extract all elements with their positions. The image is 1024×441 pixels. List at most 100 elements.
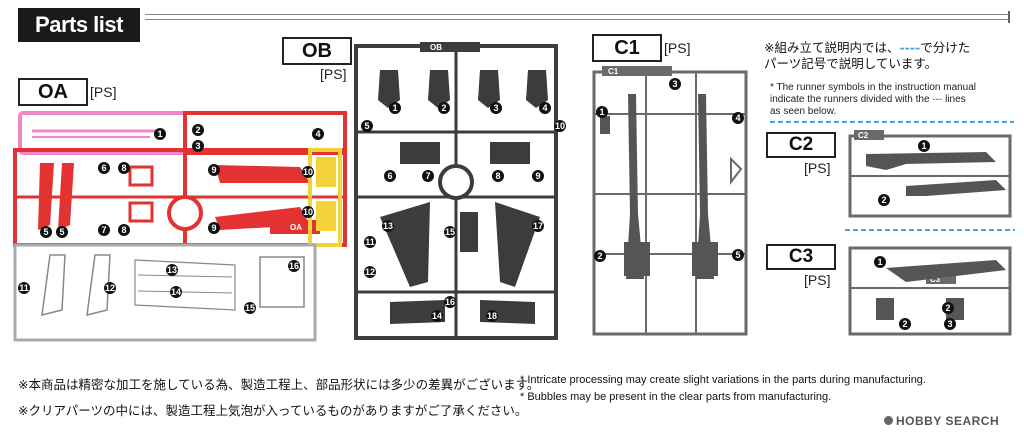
runner-c1-diagram: C1 [592,66,748,336]
svg-text:10: 10 [303,167,313,177]
runner-tag-c2: C2 [858,131,869,140]
marker-ob-16: 16 [444,296,456,308]
svg-text:3: 3 [947,319,952,329]
marker-ob-10: 10 [554,120,566,132]
runner-label-ob: OB [282,37,352,65]
marker-c1-5: 5 [732,249,744,261]
marker-oa-3: 3 [192,140,204,152]
oa-center-ring [167,195,203,231]
svg-text:17: 17 [533,221,543,231]
svg-text:14: 14 [432,311,442,321]
svg-text:10: 10 [303,207,313,217]
runner-label-c1: C1 [592,34,662,62]
watermark-text: HOBBY SEARCH [896,414,1000,428]
svg-text:7: 7 [425,171,430,181]
marker-oa-8a: 8 [118,162,130,174]
svg-text:16: 16 [289,261,299,271]
watermark-logo: HOBBY SEARCH [884,414,999,428]
marker-ob-18: 18 [486,310,498,322]
svg-text:1: 1 [392,103,397,113]
svg-text:3: 3 [493,103,498,113]
note-en-line2b: lines [945,94,966,105]
note-en-line3: as seen below. [770,106,837,117]
svg-text:2: 2 [597,251,602,261]
marker-ob-5: 5 [361,120,373,132]
header-rule-cap [1008,11,1010,23]
marker-c1-4: 4 [732,112,744,124]
marker-ob-3: 3 [490,102,502,114]
svg-text:8: 8 [495,171,500,181]
runner-label-c2: C2 [766,132,836,158]
svg-text:3: 3 [195,141,200,151]
svg-text:1: 1 [599,107,604,117]
marker-c2-1: 1 [918,140,930,152]
marker-oa-1: 1 [154,128,166,140]
marker-oa-14: 14 [170,286,182,298]
runner-ob-diagram: OB [354,42,558,340]
divider-c1-c2 [770,121,1014,123]
svg-text:11: 11 [19,283,29,293]
runner-label-oa: OA [18,78,88,106]
runner-tag-ob: OB [430,43,442,52]
runner-ps-c2: [PS] [804,160,831,176]
note-jp-line2: パーツ記号で説明しています。 [764,56,938,71]
svg-text:5: 5 [59,227,64,237]
marker-ob-7: 7 [422,170,434,182]
marker-oa-13: 13 [166,264,178,276]
runner-label-c3: C3 [766,244,836,270]
marker-oa-9b: 9 [208,222,220,234]
marker-c3-2b: 2 [942,302,954,314]
svg-text:2: 2 [195,125,200,135]
marker-c1-3: 3 [669,78,681,90]
marker-oa-15: 15 [244,302,256,314]
marker-ob-4: 4 [539,102,551,114]
svg-text:9: 9 [535,171,540,181]
marker-ob-17: 17 [532,220,544,232]
marker-ob-9: 9 [532,170,544,182]
runner-ps-ob: [PS] [320,66,347,82]
note-jp: ※組み立て説明内では、----で分けた パーツ記号で説明しています。 [764,40,1014,72]
svg-text:16: 16 [445,297,455,307]
marker-oa-9a: 9 [208,164,220,176]
c3-frame [848,246,1012,336]
runner-tag-oa: OA [290,223,302,232]
marker-oa-6: 6 [98,162,110,174]
marker-oa-4: 4 [312,128,324,140]
svg-text:5: 5 [364,121,369,131]
svg-text:12: 12 [105,283,115,293]
svg-text:2: 2 [902,319,907,329]
marker-oa-12: 12 [104,282,116,294]
svg-text:8: 8 [121,163,126,173]
svg-text:4: 4 [542,103,547,113]
divider-c2-c3 [845,229,1015,231]
runner-tag-c3: C3 [930,275,941,284]
marker-oa-10a: 10 [302,166,314,178]
svg-text:2: 2 [945,303,950,313]
marker-oa-7: 7 [98,224,110,236]
note-en-line2a: indicate the runners divided with the [770,94,930,105]
marker-oa-2: 2 [192,124,204,136]
runner-tag-c1: C1 [608,67,619,76]
marker-oa-8b: 8 [118,224,130,236]
svg-text:2: 2 [441,103,446,113]
marker-ob-14: 14 [431,310,443,322]
svg-text:4: 4 [315,129,320,139]
svg-text:7: 7 [101,225,106,235]
oa-red-block [128,165,154,187]
footer-jp-line1: ※本商品は精密な加工を施している為、製造工程上、部品形状には多少の差異がございま… [18,377,540,392]
svg-text:11: 11 [365,237,375,247]
svg-text:9: 9 [211,165,216,175]
svg-text:13: 13 [383,221,393,231]
marker-ob-8: 8 [492,170,504,182]
c1-leg-left [626,94,644,279]
note-jp-text-a: ※組み立て説明内では、 [764,40,900,55]
note-en-line1: * The runner symbols in the instruction … [770,82,977,93]
svg-text:1: 1 [877,257,882,267]
marker-ob-6: 6 [384,170,396,182]
marker-ob-15: 15 [444,226,456,238]
footer-en-line2: * Bubbles may be present in the clear pa… [520,391,832,403]
svg-text:14: 14 [171,287,181,297]
note-en: * The runner symbols in the instruction … [770,82,1020,118]
